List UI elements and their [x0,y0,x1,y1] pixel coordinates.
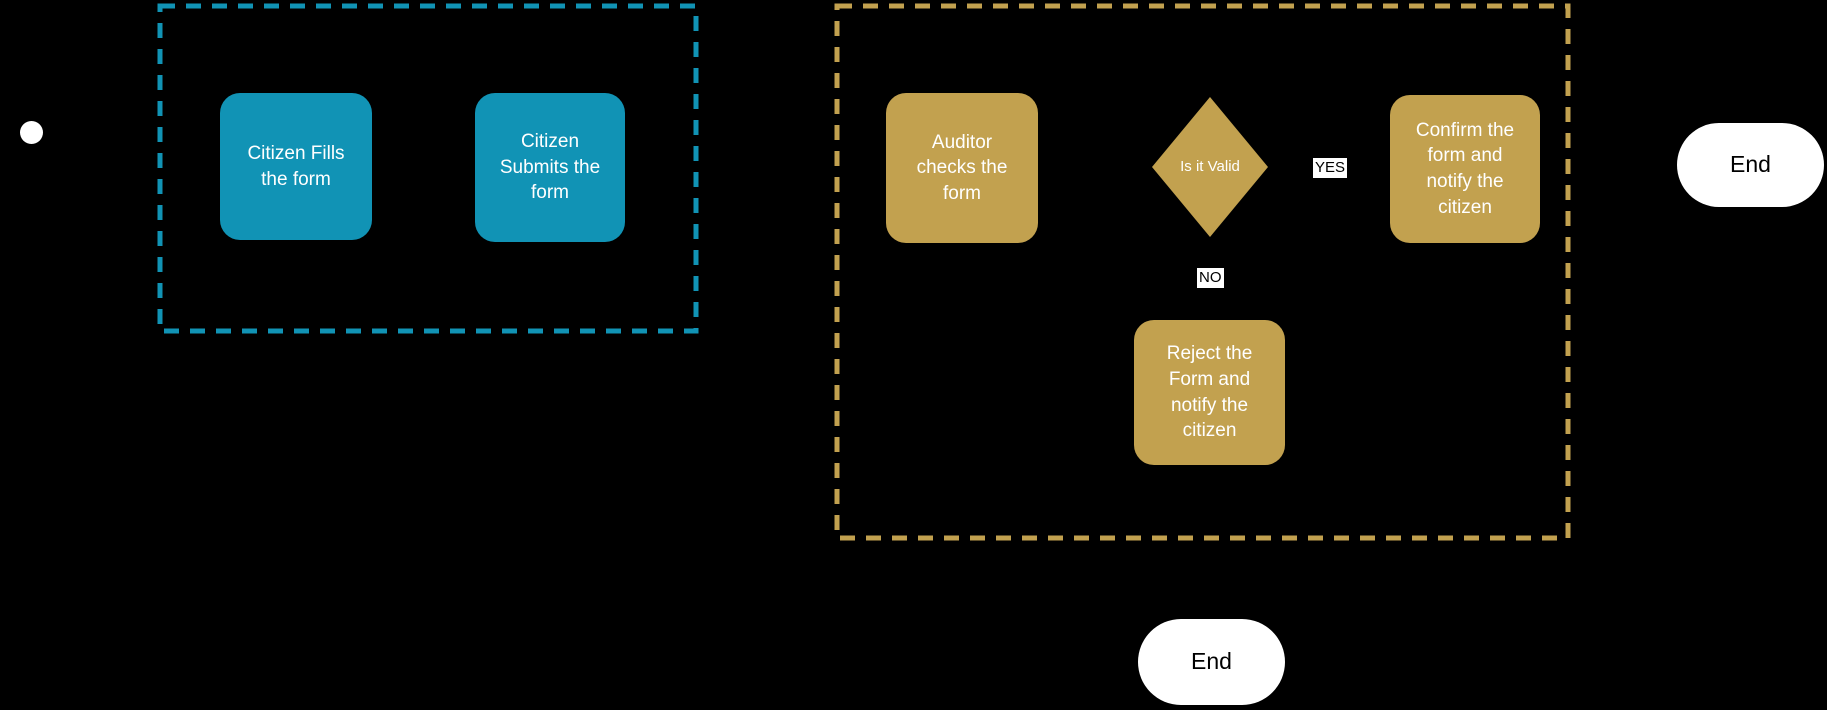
task-citizen-fills-form[interactable]: Citizen Fills the form [220,93,372,240]
task-reject-and-notify[interactable]: Reject the Form and notify the citizen [1134,320,1285,465]
end-node-right[interactable]: End [1677,123,1824,207]
end-node-bottom[interactable]: End [1138,619,1285,705]
task-reject-and-notify-label: Reject the Form and notify the citizen [1166,343,1253,442]
end-node-right-label: End [1730,151,1771,178]
decision-is-it-valid-label: Is it Valid [1180,158,1240,175]
auditor-lane [834,3,1571,541]
task-citizen-submits-form[interactable]: Citizen Submits the form [475,93,625,242]
task-auditor-checks-form-label: Auditor checks the form [916,131,1008,204]
edge-label-yes: YES [1313,158,1348,178]
edge-label-no: NO [1197,268,1224,288]
task-citizen-fills-form-label: Citizen Fills the form [247,142,345,190]
end-node-bottom-label: End [1191,648,1232,675]
task-auditor-checks-form[interactable]: Auditor checks the form [886,93,1038,243]
task-confirm-and-notify[interactable]: Confirm the form and notify the citizen [1390,95,1540,243]
task-confirm-and-notify-label: Confirm the form and notify the citizen [1415,119,1515,218]
citizen-lane [157,3,699,334]
start-event-node[interactable] [20,121,43,144]
task-citizen-submits-form-label: Citizen Submits the form [499,131,601,204]
